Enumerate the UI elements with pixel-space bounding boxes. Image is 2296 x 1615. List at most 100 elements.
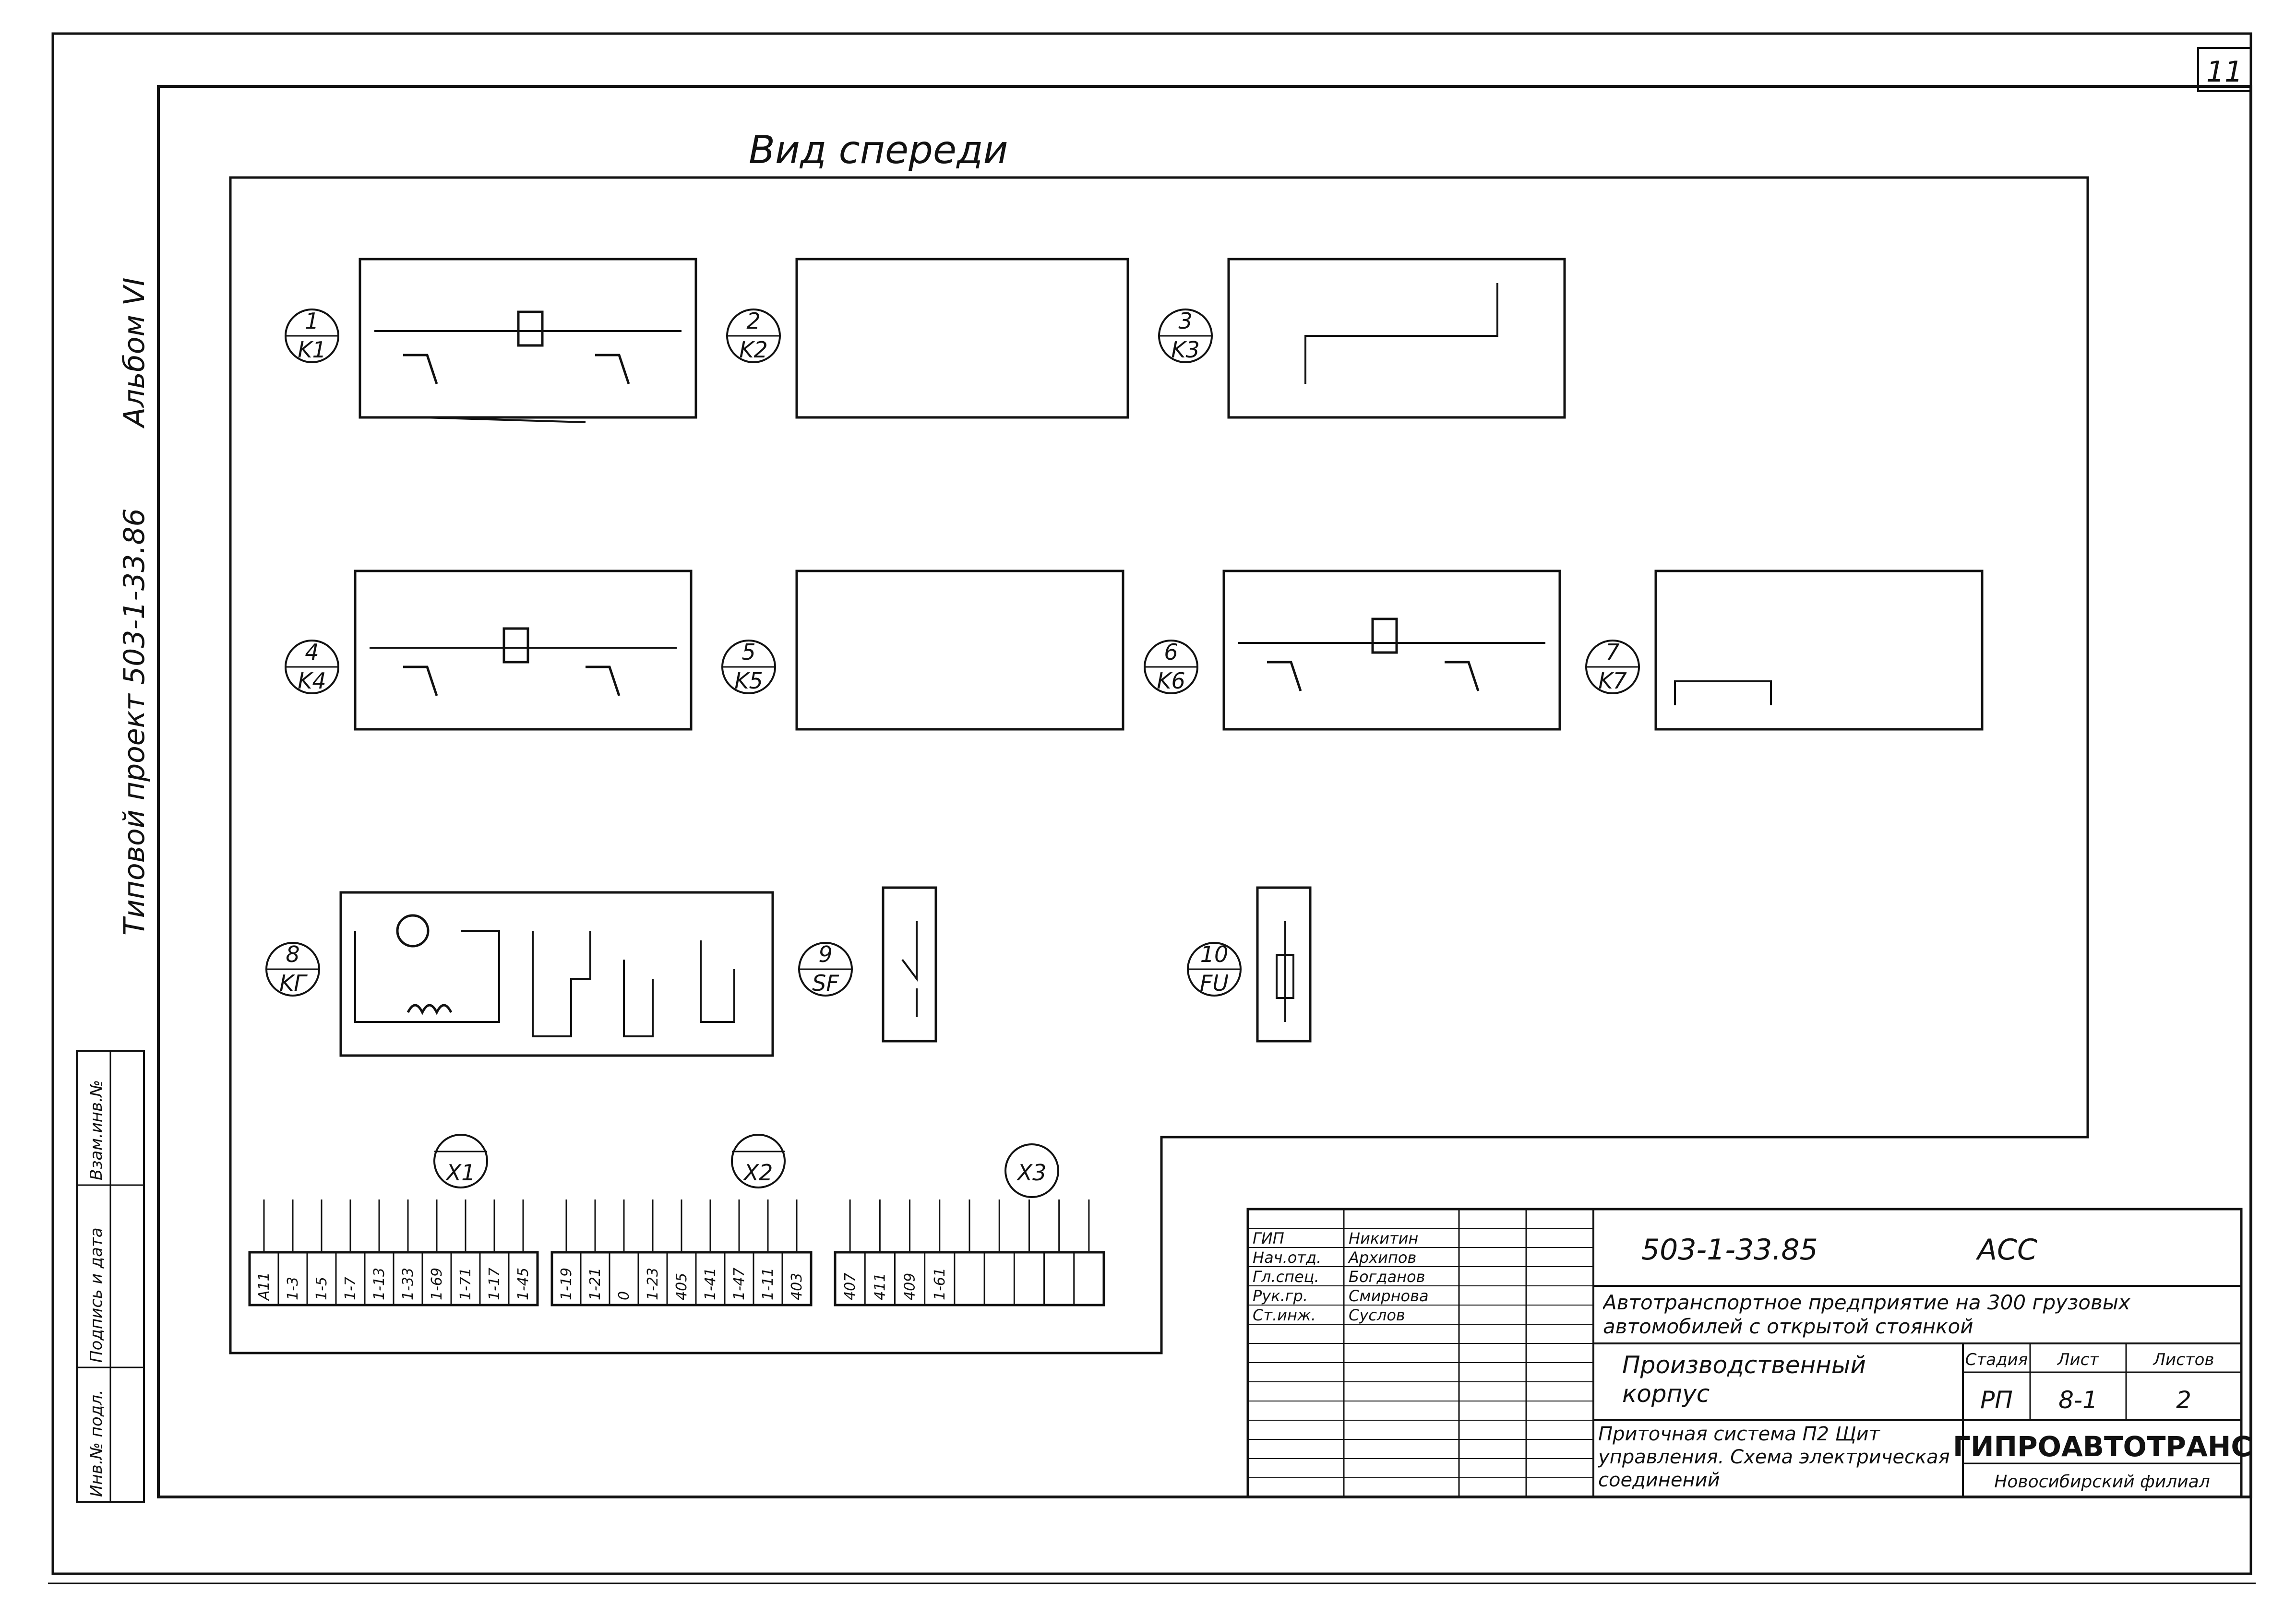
role-name: Суслов xyxy=(1349,1306,1405,1324)
terminal-cell-label: 1-7 xyxy=(342,1277,359,1300)
fuse-fu xyxy=(1256,886,1312,1043)
role-label: ГИП xyxy=(1253,1229,1284,1247)
device-tag: K2 xyxy=(739,337,767,363)
terminal-cell-label: 1-71 xyxy=(457,1268,474,1300)
mark: АСС xyxy=(1975,1233,2037,1267)
album-label: Альбом VI xyxy=(118,277,151,429)
device-tag: FU xyxy=(1200,970,1229,996)
device-callout-6: 6 K6 xyxy=(1144,639,1198,694)
relay-k5 xyxy=(795,570,1124,731)
terminal-cell-label: 1-11 xyxy=(760,1268,777,1300)
timer-kg xyxy=(339,891,774,1057)
terminal-strip-x3: X3 407 411 409 1-61 xyxy=(834,1143,1105,1306)
role-label: Рук.гр. xyxy=(1253,1287,1308,1305)
device-callout-10: 10 FU xyxy=(1187,941,1242,997)
relay-k6 xyxy=(1222,570,1561,731)
device-callout-4: 4 K4 xyxy=(285,639,339,694)
device-callout-2: 2 K2 xyxy=(726,308,781,363)
terminal-cell-label: 1-61 xyxy=(932,1268,948,1300)
role-name: Архипов xyxy=(1348,1248,1416,1267)
terminal-tag: X1 xyxy=(445,1160,476,1186)
role-label: Гл.спец. xyxy=(1253,1268,1319,1286)
terminal-cell-label: 405 xyxy=(673,1273,690,1300)
terminal-tag: X2 xyxy=(743,1160,773,1186)
terminal-cell-label: 409 xyxy=(902,1273,919,1300)
device-num: 2 xyxy=(746,308,760,334)
device-num: 8 xyxy=(286,941,299,967)
device-num: 5 xyxy=(741,639,755,665)
terminal-cell-label: 1-33 xyxy=(400,1268,417,1300)
sheets-value: 2 xyxy=(2176,1386,2191,1414)
stamp-inv-label: Инв.№ подл. xyxy=(87,1389,106,1497)
sheet-header: Лист xyxy=(2057,1350,2099,1369)
device-num: 7 xyxy=(1605,639,1619,665)
device-num: 1 xyxy=(305,308,319,334)
role-name: Богданов xyxy=(1349,1268,1425,1286)
stamp-sign-label: Подпись и дата xyxy=(87,1227,106,1363)
device-tag: K4 xyxy=(298,668,326,694)
terminal-cell-label: 1-47 xyxy=(731,1268,748,1300)
building-name: Производственный корпус xyxy=(1622,1351,1866,1408)
device-num: 4 xyxy=(305,639,319,665)
relay-k3 xyxy=(1227,258,1566,419)
relay-k1 xyxy=(359,258,697,423)
device-tag: K1 xyxy=(298,337,326,363)
relay-k4 xyxy=(354,570,693,731)
view-title: Вид спереди xyxy=(749,128,1008,172)
device-tag: K3 xyxy=(1171,337,1199,363)
terminal-cell-label: 1-69 xyxy=(429,1268,445,1300)
stage-header: Стадия xyxy=(1965,1350,2028,1369)
terminal-cell-label: 1-17 xyxy=(486,1268,503,1300)
terminal-tag: X3 xyxy=(1016,1160,1047,1186)
device-num: 6 xyxy=(1164,639,1178,665)
terminal-cell-label: 1-5 xyxy=(313,1277,330,1300)
terminal-strip-x2: X2 1-19 1-21 0 1-23 405 1-41 1-47 1-11 403 xyxy=(550,1134,813,1306)
terminal-cell-label: 1-41 xyxy=(702,1268,719,1300)
device-tag: KГ xyxy=(279,970,308,996)
device-callout-1: 1 K1 xyxy=(285,308,339,363)
terminal-cell-label: 1-23 xyxy=(645,1268,661,1300)
sheet-number-box xyxy=(2197,47,2252,92)
terminal-cell-label: 1-21 xyxy=(587,1268,604,1300)
relay-k2 xyxy=(795,258,1129,419)
project-label: Типовой проект 503-1-33.86 xyxy=(118,508,151,936)
sheets-header: Листов xyxy=(2152,1350,2214,1369)
device-num: 10 xyxy=(1200,941,1229,967)
terminal-cell-label: 407 xyxy=(842,1273,859,1300)
terminal-cell-label: 0 xyxy=(616,1291,633,1300)
breaker-sf xyxy=(882,886,937,1043)
device-callout-9: 9 SF xyxy=(798,941,853,997)
drawing-name: Приточная система П2 Щит управления. Схе… xyxy=(1598,1423,1950,1491)
terminal-cell-label: 1-3 xyxy=(285,1277,301,1300)
stamp-replace-label: Взам.инв.№ xyxy=(87,1080,106,1180)
panel-outline xyxy=(229,176,2089,1354)
device-tag: SF xyxy=(812,970,839,996)
inner-frame xyxy=(157,85,2252,1498)
relay-k7 xyxy=(1654,570,1984,731)
org-name: ГИПРОАВТОТРАНС xyxy=(1953,1430,2251,1463)
device-num: 3 xyxy=(1178,308,1192,334)
device-tag: K7 xyxy=(1598,668,1626,694)
branch-name: Новосибирский филиал xyxy=(1994,1472,2210,1492)
role-name: Смирнова xyxy=(1349,1287,1429,1305)
terminal-cell-label: 1-19 xyxy=(558,1268,575,1300)
device-num: 9 xyxy=(818,941,832,967)
role-label: Ст.инж. xyxy=(1253,1306,1316,1324)
role-name: Никитин xyxy=(1349,1229,1418,1247)
sheet-number: 11 xyxy=(2206,55,2243,89)
terminal-cell-label: 1-45 xyxy=(515,1268,532,1300)
object-name: Автотранспортное предприятие на 300 груз… xyxy=(1603,1291,2130,1338)
device-callout-8: 8 KГ xyxy=(265,941,320,997)
terminal-cell-label: 403 xyxy=(789,1273,805,1300)
device-callout-5: 5 K5 xyxy=(721,639,776,694)
device-tag: K5 xyxy=(734,668,763,694)
device-tag: K6 xyxy=(1157,668,1185,694)
designation: 503-1-33.85 xyxy=(1641,1233,1818,1267)
terminal-cell-label: 411 xyxy=(872,1273,888,1300)
terminal-cell-label: 1-13 xyxy=(371,1268,388,1300)
sheet-value: 8-1 xyxy=(2058,1386,2098,1414)
device-callout-3: 3 K3 xyxy=(1158,308,1213,363)
